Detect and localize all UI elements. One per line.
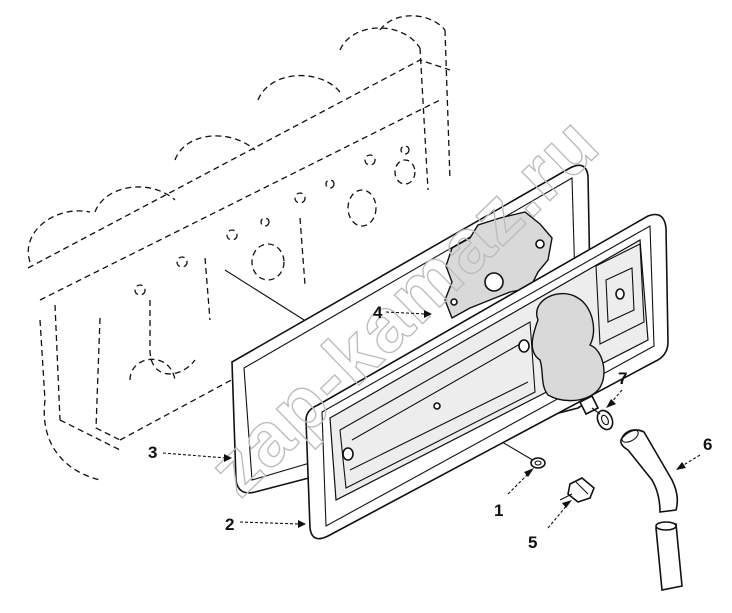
callout-arrows: [162, 310, 701, 529]
callout-1: 1: [494, 501, 503, 520]
callout-4: 4: [373, 303, 383, 322]
cover-bolt: [559, 477, 595, 503]
o-ring: [591, 407, 614, 431]
callout-7: 7: [618, 369, 627, 388]
callout-2: 2: [225, 515, 234, 534]
engine-block-outline: [27, 15, 451, 481]
baffle-plate: [444, 211, 553, 320]
sealing-washer: [530, 457, 546, 469]
callout-6: 6: [703, 435, 712, 454]
callout-3: 3: [148, 443, 157, 462]
callout-5: 5: [528, 533, 537, 552]
valve-cover: [305, 213, 669, 540]
breather-hose: [620, 429, 683, 591]
